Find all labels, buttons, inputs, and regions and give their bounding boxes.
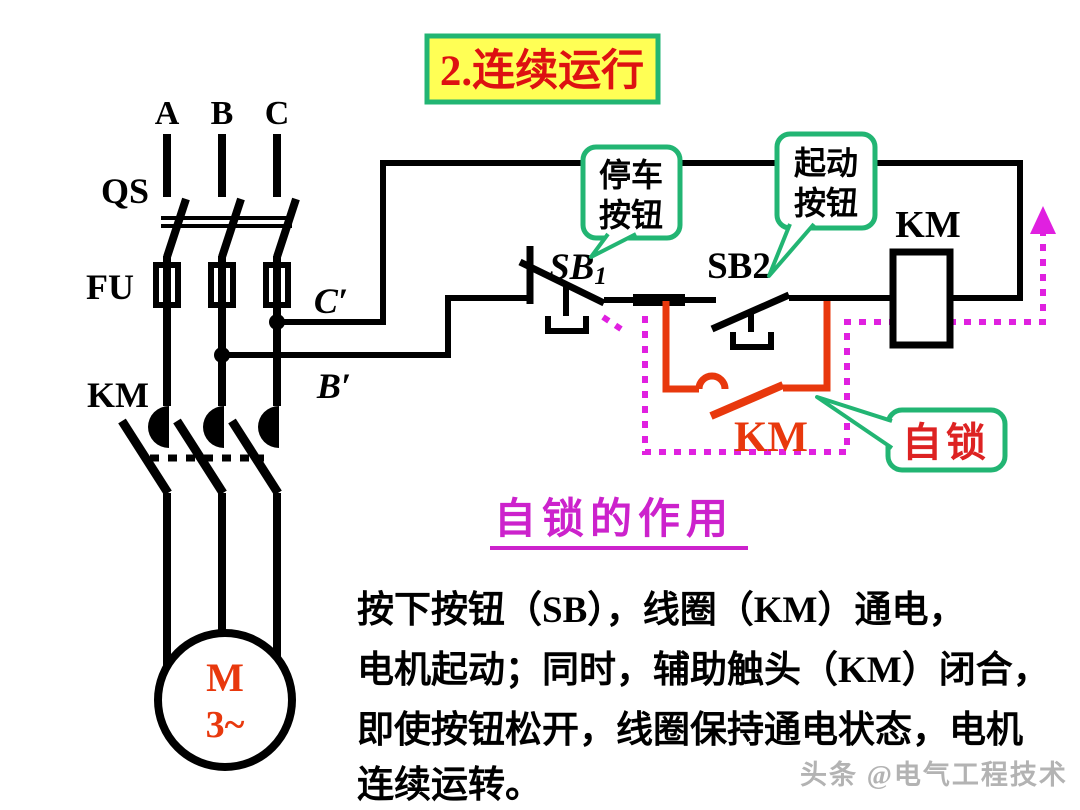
control-wire-left bbox=[222, 295, 532, 358]
body-line-1: 按下按钮（SB），线圈（KM）通电， bbox=[357, 589, 965, 631]
sb1-actuator-cap bbox=[545, 316, 589, 334]
body-line-3: 即使按钮松开，线圈保持通电状态，电机 bbox=[357, 709, 1023, 751]
aux-contact-hook bbox=[695, 372, 729, 390]
page-title: 2.连续运行 bbox=[440, 47, 644, 95]
qs-switch-symbol bbox=[161, 197, 300, 259]
current-flow-path bbox=[601, 206, 1056, 455]
km-coil-label: KM bbox=[895, 204, 960, 246]
c-prime-label: C′ bbox=[314, 281, 348, 321]
km-coil-symbol bbox=[889, 248, 954, 349]
control-wire-top-loop bbox=[277, 160, 1023, 325]
km-contact-blade-c bbox=[228, 418, 282, 496]
flow-dotted-line bbox=[642, 230, 1046, 455]
start-callout-line1: 起动 bbox=[794, 145, 858, 181]
section-heading: 自锁的作用 bbox=[494, 496, 734, 543]
km-aux-label: KM bbox=[734, 414, 808, 461]
aux-contact-blade bbox=[709, 381, 785, 420]
fuse-a bbox=[153, 262, 181, 308]
km-contact-pad-b bbox=[203, 406, 224, 448]
callout-start-button: 起动 按钮 bbox=[767, 131, 878, 278]
start-callout-line2: 按钮 bbox=[794, 185, 858, 221]
body-line-2: 电机起动；同时，辅助触头（KM）闭合， bbox=[357, 649, 1050, 691]
watermark: 头条 @电气工程技术 bbox=[800, 760, 1068, 790]
motor-circle bbox=[154, 629, 296, 771]
control-circuit: C′ B′ SB1 SB2 KM bbox=[214, 160, 1023, 406]
phase-c-label: C bbox=[265, 95, 290, 132]
stop-callout-line2: 按钮 bbox=[599, 197, 663, 233]
qs-label: QS bbox=[101, 171, 149, 211]
fu-label: FU bbox=[86, 267, 134, 307]
km-contact-blade-b bbox=[173, 418, 227, 496]
motor-m-label: M bbox=[206, 655, 244, 700]
callout-stop-button: 停车 按钮 bbox=[580, 144, 683, 259]
fu-fuse-symbols bbox=[153, 262, 291, 308]
body-paragraph: 按下按钮（SB），线圈（KM）通电， 电机起动；同时，辅助触头（KM）闭合， 即… bbox=[357, 589, 1050, 806]
callout-self-lock: 自锁 bbox=[815, 395, 1008, 473]
power-circuit: A B C QS FU bbox=[86, 95, 300, 771]
km-contact-blade-a bbox=[118, 418, 172, 496]
sb2-start-button-symbol bbox=[710, 291, 791, 350]
title-banner: 2.连续运行 bbox=[424, 33, 661, 105]
selflock-callout-tail bbox=[815, 395, 894, 450]
sb2-label: SB2 bbox=[707, 246, 771, 287]
stop-callout-tail bbox=[589, 232, 637, 259]
sb1-label: SB1 bbox=[549, 247, 607, 290]
phase-b-label: B bbox=[211, 95, 234, 132]
sb2-actuator-cap bbox=[730, 332, 774, 350]
km-main-label: KM bbox=[87, 375, 149, 415]
fuse-c bbox=[263, 262, 291, 308]
title-box bbox=[424, 33, 661, 105]
self-lock-branch: KM bbox=[662, 301, 831, 461]
motor-phase-label: 3~ bbox=[206, 704, 245, 746]
aux-branch-left bbox=[662, 301, 699, 393]
selflock-callout-text: 自锁 bbox=[902, 420, 990, 465]
body-line-4: 连续运转。 bbox=[357, 764, 542, 806]
start-callout-tail bbox=[767, 222, 816, 278]
fuse-b bbox=[208, 262, 236, 308]
flow-arrowhead-icon bbox=[1030, 206, 1056, 234]
flow-start-dash bbox=[601, 314, 623, 332]
b-prime-label: B′ bbox=[316, 366, 351, 406]
km-contact-pad-c bbox=[258, 406, 279, 448]
phase-a-label: A bbox=[155, 95, 180, 132]
km-contact-pad-a bbox=[148, 406, 169, 448]
km-main-contacts bbox=[118, 406, 282, 496]
sb1-blade bbox=[518, 258, 606, 307]
sb1-stop-button-symbol bbox=[518, 246, 606, 334]
junction-blob-left bbox=[633, 294, 685, 306]
aux-branch-right bbox=[783, 301, 831, 392]
stop-callout-line1: 停车 bbox=[599, 157, 663, 193]
start-callout-box bbox=[774, 131, 878, 231]
